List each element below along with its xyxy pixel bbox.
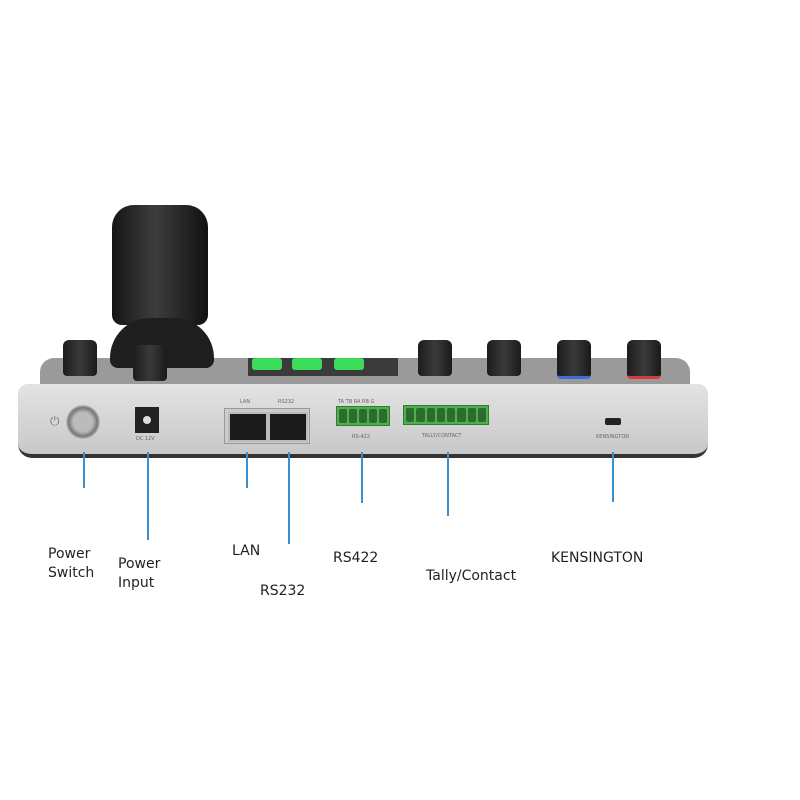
tally-port-label: TALLY/CONTACT — [422, 433, 462, 439]
callout-rs422: RS422 — [333, 550, 379, 566]
callout-tally-contact: Tally/Contact — [426, 568, 517, 584]
knob — [487, 340, 521, 376]
rs422-terminal[interactable] — [336, 406, 390, 426]
callout-line-rs232 — [288, 452, 290, 544]
knob — [63, 340, 97, 376]
rs422-pins-label: TA TB RA RB G — [338, 399, 375, 405]
knob — [557, 340, 591, 379]
rs232-port-label: RS232 — [278, 399, 295, 405]
callout-power-switch: Power Switch — [48, 546, 95, 581]
lan-port-label: LAN — [240, 399, 251, 405]
rs422-port-label: RS-422 — [352, 434, 370, 440]
tally-terminal[interactable] — [403, 405, 489, 425]
kensington-port-label: KENSINGTON — [596, 434, 629, 440]
callout-line-kensington — [612, 452, 614, 502]
callout-line-power-input — [147, 452, 149, 540]
kensington-slot[interactable] — [605, 418, 621, 425]
power-switch[interactable] — [66, 405, 100, 439]
callout-rs232: RS232 — [260, 583, 306, 599]
green-button — [292, 358, 322, 370]
power-icon: ⏻ — [50, 414, 60, 428]
callout-kensington: KENSINGTON — [551, 550, 644, 566]
knob — [133, 345, 167, 381]
lan-port[interactable] — [228, 412, 268, 442]
callout-line-lan — [246, 452, 248, 488]
knob — [418, 340, 452, 376]
rs232-port[interactable] — [268, 412, 308, 442]
green-button — [334, 358, 364, 370]
green-button — [252, 358, 282, 370]
callout-power-input: Power Input — [118, 556, 161, 591]
callout-lan: LAN — [232, 543, 261, 559]
dc-label: DC 12V — [136, 436, 155, 442]
callout-line-power-switch — [83, 452, 85, 488]
callout-line-tally — [447, 452, 449, 516]
power-input-jack[interactable] — [135, 407, 159, 433]
knob — [627, 340, 661, 379]
callout-line-rs422 — [361, 452, 363, 503]
joystick — [112, 205, 208, 325]
